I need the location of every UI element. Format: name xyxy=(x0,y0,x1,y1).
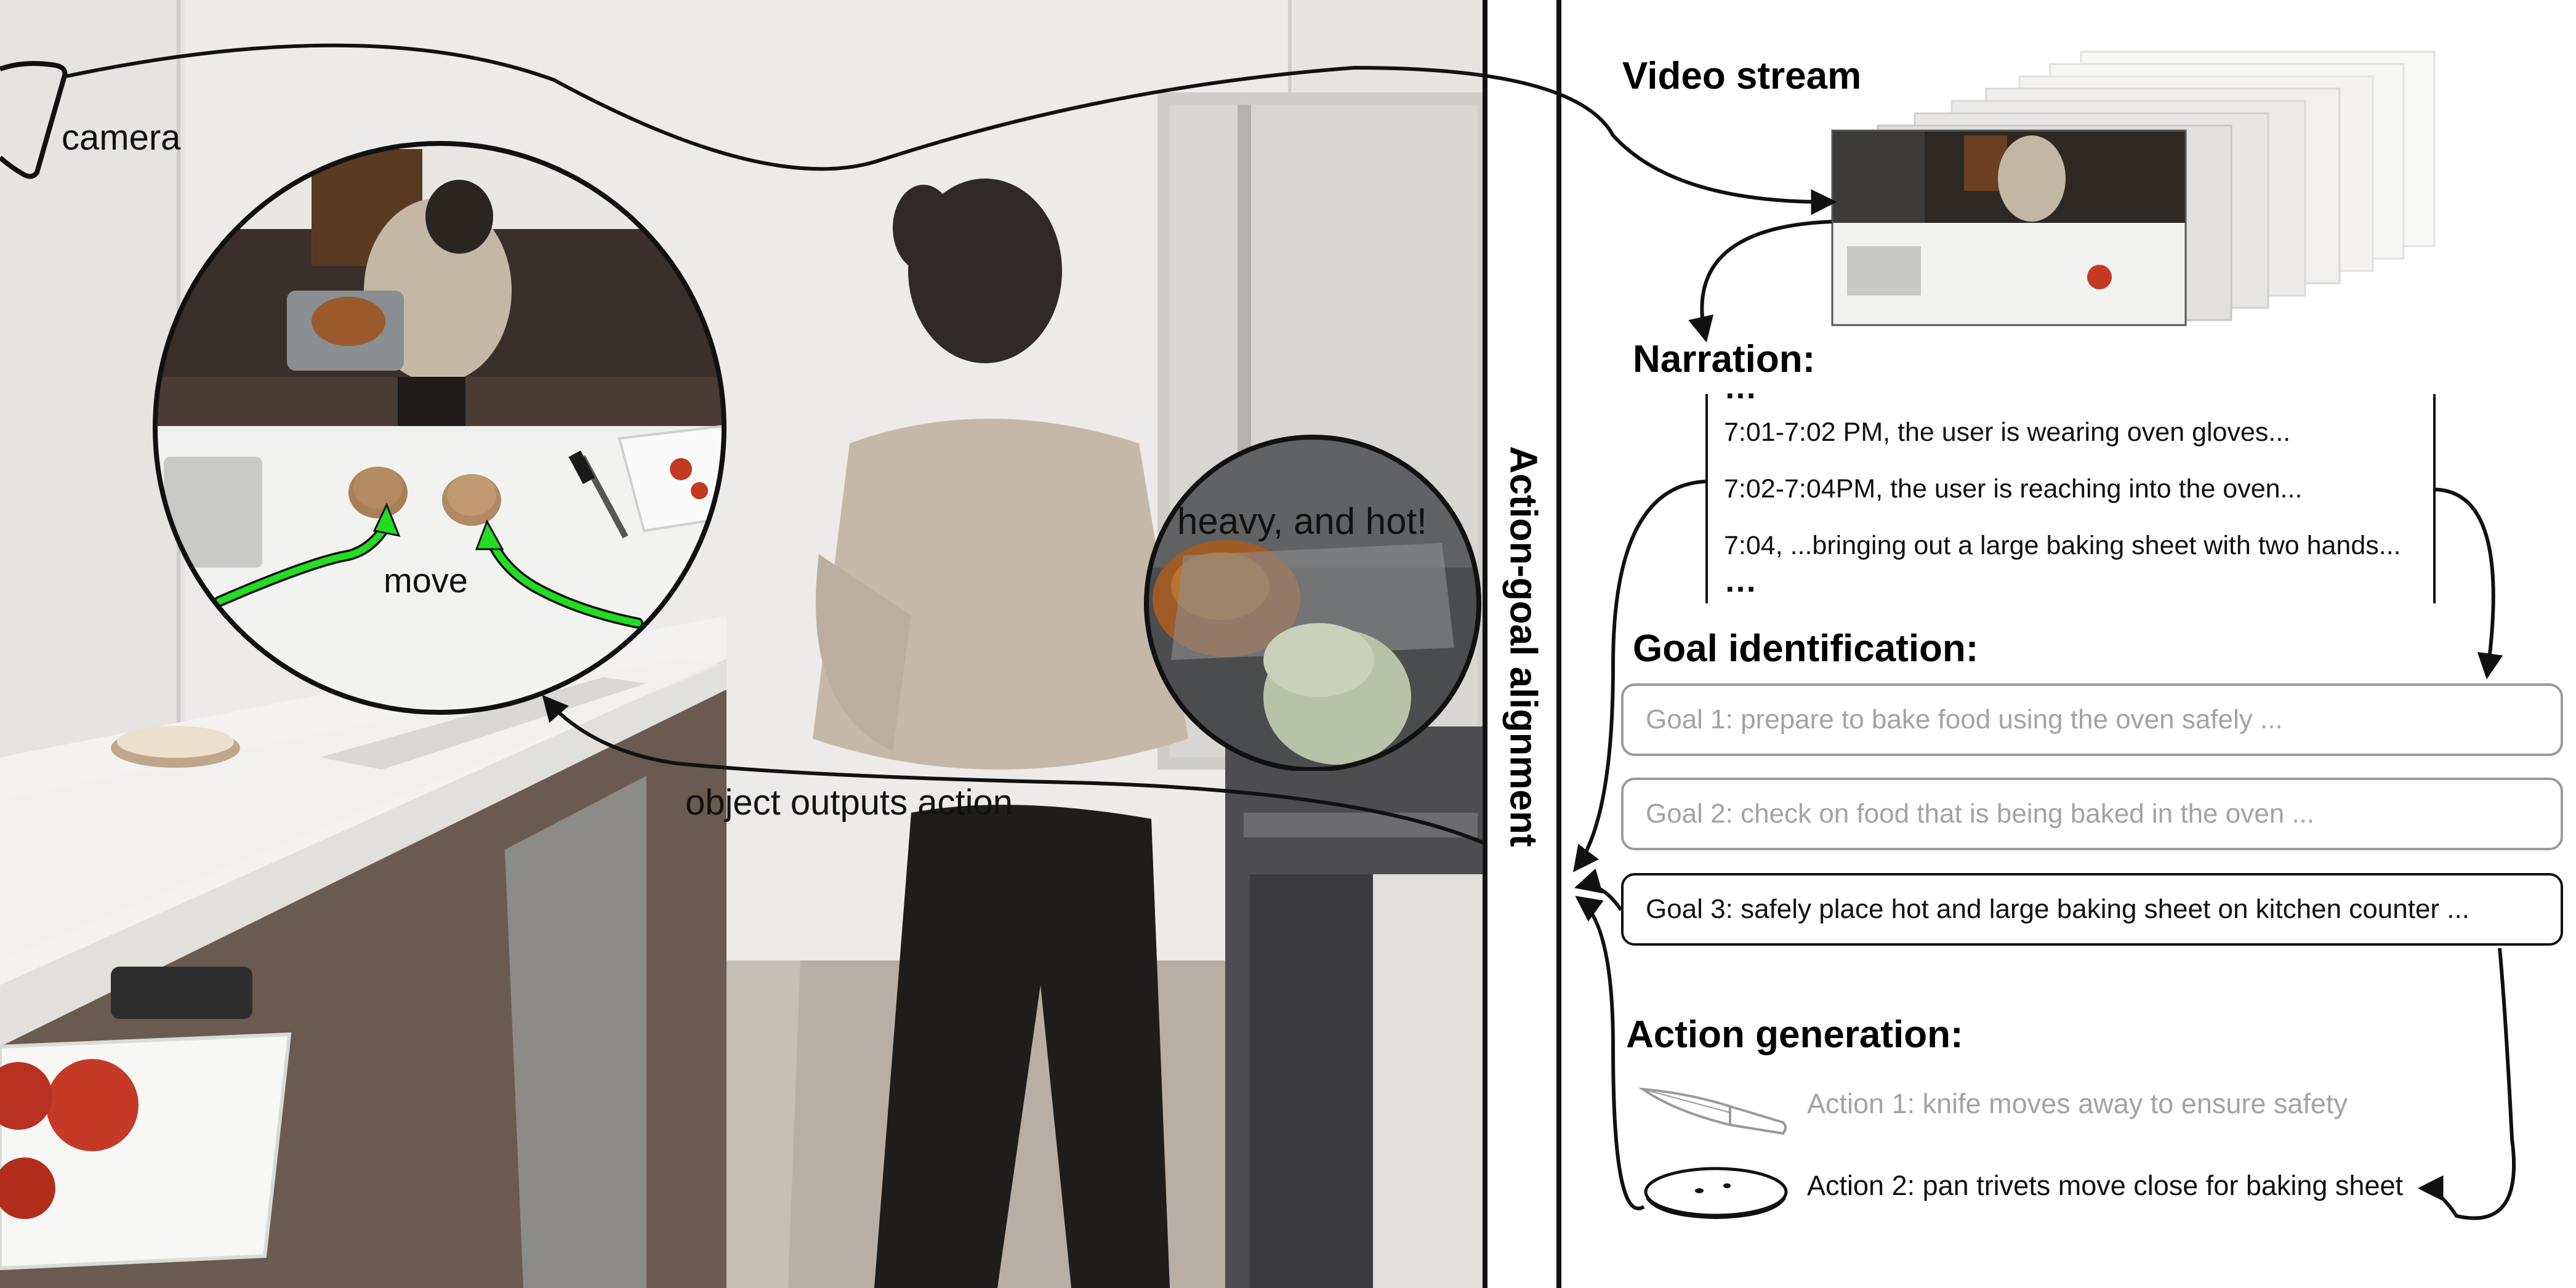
action-goal-alignment-label: Action-goal alignment xyxy=(1502,446,1545,847)
closeup-inset xyxy=(1144,435,1481,771)
kitchen-photo: move heavy, and hot! camera object outpu… xyxy=(0,0,1485,1288)
move-label: move xyxy=(384,561,468,600)
goal-identification-title: Goal identification: xyxy=(1633,627,1979,670)
narration-line-1: 7:01-7:02 PM, the user is wearing oven g… xyxy=(1724,417,2291,447)
goal-3-text: Goal 3: safely place hot and large bakin… xyxy=(1646,894,2469,924)
narration-left-bar xyxy=(1705,394,1708,603)
goal-1-box: Goal 1: prepare to bake food using the o… xyxy=(1621,683,2563,756)
left-divider xyxy=(1483,0,1487,1288)
narration-title: Narration: xyxy=(1633,338,1816,380)
right-divider xyxy=(1556,0,1561,1288)
action-generation-title: Action generation: xyxy=(1626,1013,1963,1056)
top-view-inset xyxy=(153,141,727,715)
video-stream-frames xyxy=(1831,50,2436,326)
current-video-frame xyxy=(1831,129,2187,326)
goal-2-text: Goal 2: check on food that is being bake… xyxy=(1646,799,2315,829)
object-outputs-action-label: object outputs action xyxy=(685,783,1013,823)
knife-icon xyxy=(1638,1087,1787,1135)
heavy-hot-label: heavy, and hot! xyxy=(1177,501,1427,542)
goal-1-text: Goal 1: prepare to bake food using the o… xyxy=(1646,704,2283,735)
goal-3-box: Goal 3: safely place hot and large bakin… xyxy=(1621,873,2563,946)
trivet-icon xyxy=(1644,1167,1788,1220)
alignment-band xyxy=(1487,0,1556,1288)
goal-2-box: Goal 2: check on food that is being bake… xyxy=(1621,778,2563,850)
narration-line-3: 7:04, ...bringing out a large baking she… xyxy=(1724,531,2401,560)
narration-line-2: 7:02-7:04PM, the user is reaching into t… xyxy=(1724,474,2303,504)
action-2-text: Action 2: pan trivets move close for bak… xyxy=(1807,1170,2404,1201)
action-1-text: Action 1: knife moves away to ensure saf… xyxy=(1807,1088,2348,1119)
camera-label: camera xyxy=(62,118,181,158)
narration-ellipsis-top: … xyxy=(1724,369,1757,406)
narration-right-bar xyxy=(2433,394,2436,603)
video-stream-title: Video stream xyxy=(1622,55,1862,97)
narration-ellipsis-bottom: … xyxy=(1724,562,1757,599)
